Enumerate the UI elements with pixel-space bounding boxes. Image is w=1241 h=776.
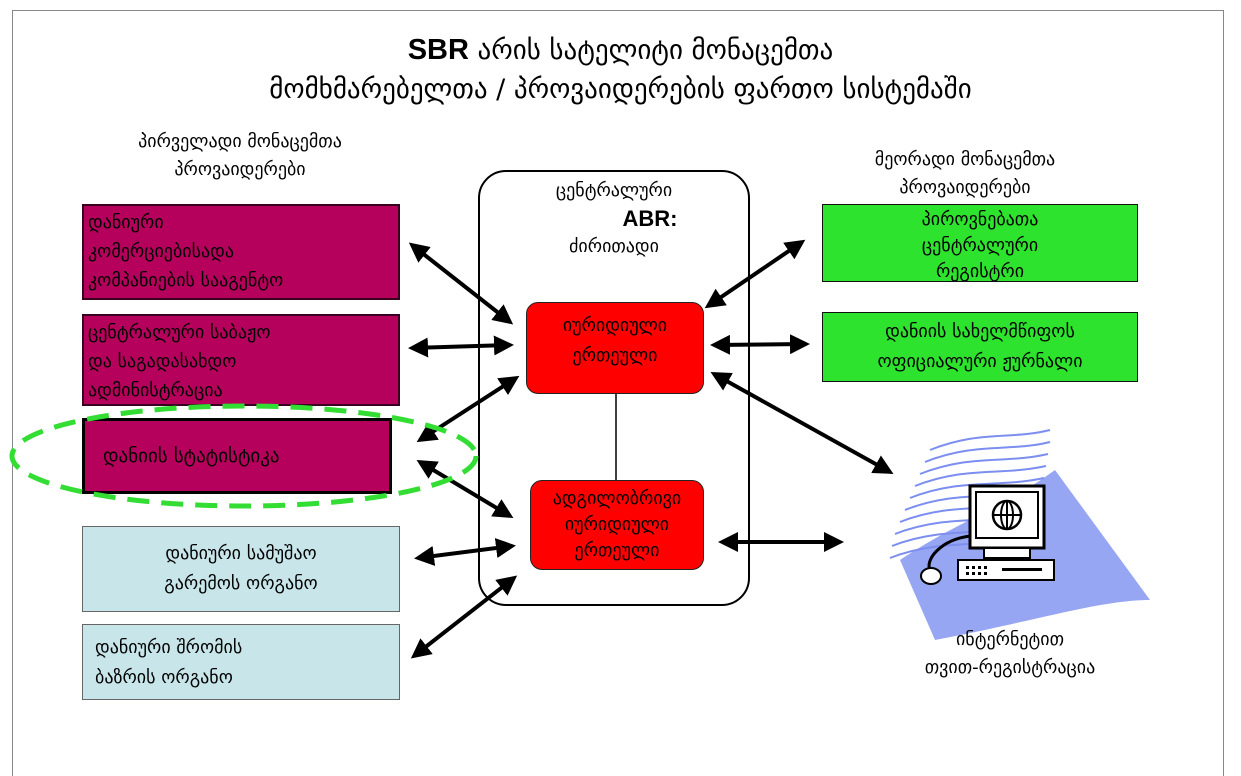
arrow-stat-unit1: [416, 375, 520, 443]
box5-line-2: ბაზრის ორგანო: [95, 667, 233, 688]
unit2-line-2: იურიდიული: [564, 514, 670, 535]
box-labour-market-authority: დანიური შრომის ბაზრის ორგანო: [82, 624, 400, 700]
unit1-line-1: იურიდიული: [562, 315, 668, 336]
box-state-gazette: დანიის სახელმწიფოს ოფიციალური ჟურნალი: [822, 312, 1138, 382]
box4-line-1: დანიური სამუშაო: [165, 543, 317, 564]
arrow-box5-unit2: [410, 575, 518, 659]
title-line-2: მომხმარებელთა / პროვაიდერების ფართო სისტ…: [269, 74, 972, 105]
primary-providers-heading: პირველადი მონაცემთა პროვაიდერები: [60, 128, 420, 184]
box1-line-3: კომპანიების სააგენტო: [88, 270, 284, 291]
box2-line-2: და საგადასახდო: [88, 351, 237, 372]
connector-arrows: [408, 239, 894, 659]
secondary-heading-line-2: პროვაიდერები: [899, 177, 1031, 198]
internet-line-2: თვით-რეგისტრაცია: [924, 657, 1096, 678]
title-line-1: SBR არის სატელიტი მონაცემთა: [0, 30, 1241, 71]
unit1-line-2: ერთეული: [572, 345, 658, 366]
box1-line-1: დანიური: [88, 212, 164, 233]
internet-line-1: ინტერნეტით: [955, 629, 1065, 650]
internet-self-registration-label: ინტერნეტით თვით-რეგისტრაცია: [900, 626, 1120, 682]
primary-heading-line-1: პირველადი მონაცემთა: [138, 131, 342, 152]
box-customs-tax-administration: ცენტრალური საბაჟო და საგადასახდო ადმინის…: [82, 314, 400, 406]
green1-line-3: რეგისტრი: [935, 261, 1025, 282]
arrow-box2-unit1: [408, 335, 514, 358]
secondary-providers-heading: მეორადი მონაცემთა პროვაიდერები: [800, 146, 1130, 202]
green1-line-2: ცენტრალური: [921, 235, 1039, 256]
green2-line-1: დანიის სახელმწიფოს: [885, 321, 1075, 342]
arrow-unit1-internet: [710, 372, 894, 474]
highlight-ellipse: [9, 403, 479, 509]
slide-frame: [12, 10, 1224, 776]
box-statistics-denmark: დანიის სტატისტიკა: [82, 418, 392, 494]
unit2-line-3: ერთეული: [574, 540, 660, 561]
computer-globe-icon: [889, 429, 1150, 640]
box1-line-2: კომერციებისადა: [88, 241, 234, 262]
arrow-stat-unit2: [416, 459, 514, 519]
box-cpr-register: პიროვნებათა ცენტრალური რეგისტრი: [822, 204, 1138, 282]
title-line-1-text: არის სატელიტი მონაცემთა: [468, 35, 834, 66]
box2-line-1: ცენტრალური საბაჟო: [88, 322, 271, 343]
box4-line-2: გარემოს ორგანო: [164, 573, 318, 594]
arrow-unit1-gazette: [710, 334, 810, 355]
unit2-line-1: ადგილობრივი: [552, 488, 682, 509]
unit-legal-entity: იურიდიული ერთეული: [526, 302, 704, 394]
central-label-abr: ABR:: [622, 206, 678, 231]
box2-line-3: ადმინისტრაცია: [88, 380, 223, 401]
unit-local-legal-entity: ადგილობრივი იურიდიული ერთეული: [530, 480, 704, 570]
secondary-heading-line-1: მეორადი მონაცემთა: [874, 149, 1056, 170]
title-sbr: SBR: [407, 34, 469, 66]
box-danish-commerce-agency: დანიური კომერციებისადა კომპანიების სააგე…: [82, 204, 400, 300]
arrow-box4-unit2: [414, 538, 516, 566]
green2-line-2: ოფიციალური ჟურნალი: [877, 351, 1083, 372]
arrow-box1-unit1: [408, 242, 514, 325]
green1-line-1: პიროვნებათა: [921, 209, 1039, 230]
arrow-unit1-cpr: [704, 239, 806, 309]
central-label-line-3: ძირითადი: [569, 236, 659, 257]
primary-heading-line-2: პროვაიდერები: [174, 159, 306, 180]
box5-line-1: დანიური შრომის: [95, 637, 243, 658]
central-label-line-1: ცენტრალური: [555, 180, 673, 201]
box-work-environment-authority: დანიური სამუშაო გარემოს ორგანო: [82, 526, 400, 612]
